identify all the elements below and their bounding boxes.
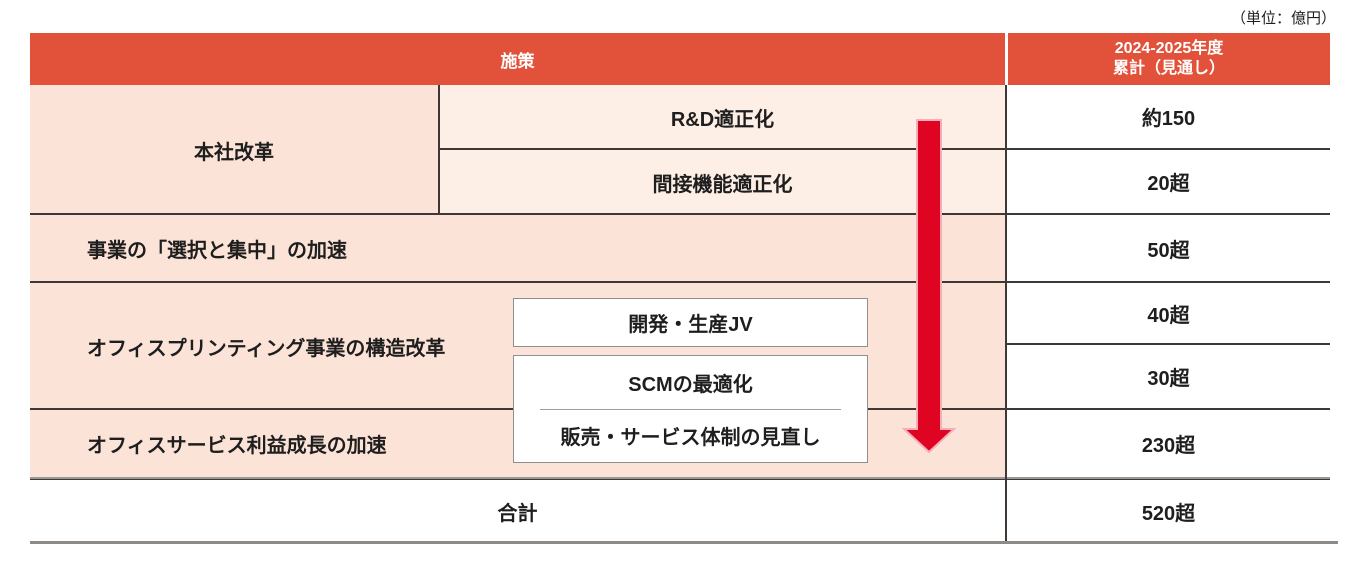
value-kaihatsu-jv: 40超 [1147, 304, 1190, 327]
category-office-printing: オフィスプリンティング事業の構造改革 [87, 337, 446, 360]
grid-line-row2-row3 [30, 213, 1330, 215]
table-header-value: 2024-2025年度 累計（見通し） [1008, 33, 1330, 85]
table-bottom-border [30, 541, 1338, 544]
table-header-value-line1: 2024-2025年度 [1114, 40, 1224, 57]
subrow-rd-tekiseika: R&D適正化 [670, 108, 775, 131]
box-hanbai-service-minaoshi: 販売・サービス体制の見直し [560, 427, 821, 450]
grid-line-vertical-honsha [438, 85, 440, 215]
category-office-service: オフィスサービス利益成長の加速 [87, 435, 387, 457]
bg-honsha-cell [30, 85, 438, 215]
total-label: 合計 [497, 502, 538, 525]
value-hanbai-service: 230超 [1141, 435, 1196, 457]
bg-honsha-subcells [438, 85, 1005, 215]
total-row-top-border-dark [30, 479, 1330, 480]
category-sentaku-shuchu: 事業の「選択と集中」の加速 [87, 240, 347, 262]
value-scm: 30超 [1147, 368, 1190, 390]
down-arrow-icon [901, 119, 957, 454]
unit-note: （単位：億円） [1230, 10, 1336, 27]
value-kansetsu-kinou: 20超 [1147, 173, 1190, 195]
table-header-measures: 施策 [30, 33, 1005, 85]
grid-line-row4-row5 [1005, 343, 1330, 345]
grid-line-vertical-value-column [1005, 85, 1007, 541]
table-header-value-line2: 累計（見通し） [1112, 60, 1225, 77]
box-kaihatsu-seisan-jv: 開発・生産JV [513, 298, 868, 347]
subrow-kansetsu-kinou: 間接機能適正化 [652, 173, 793, 196]
box-scm-hanbai: SCMの最適化 販売・サービス体制の見直し [513, 355, 868, 463]
value-sentaku-shuchu: 50超 [1147, 239, 1190, 262]
grid-line-row3-row4 [30, 281, 1330, 283]
category-honsha-kaikaku: 本社改革 [194, 141, 274, 164]
total-value: 520超 [1141, 502, 1196, 525]
grid-line-row1-row2 [438, 148, 1330, 150]
total-row-top-border-gray [30, 477, 1330, 479]
box-inner-divider [540, 408, 841, 410]
box-scm-saitekika: SCMの最適化 [628, 373, 753, 396]
value-rd-tekiseika: 約150 [1141, 108, 1196, 130]
